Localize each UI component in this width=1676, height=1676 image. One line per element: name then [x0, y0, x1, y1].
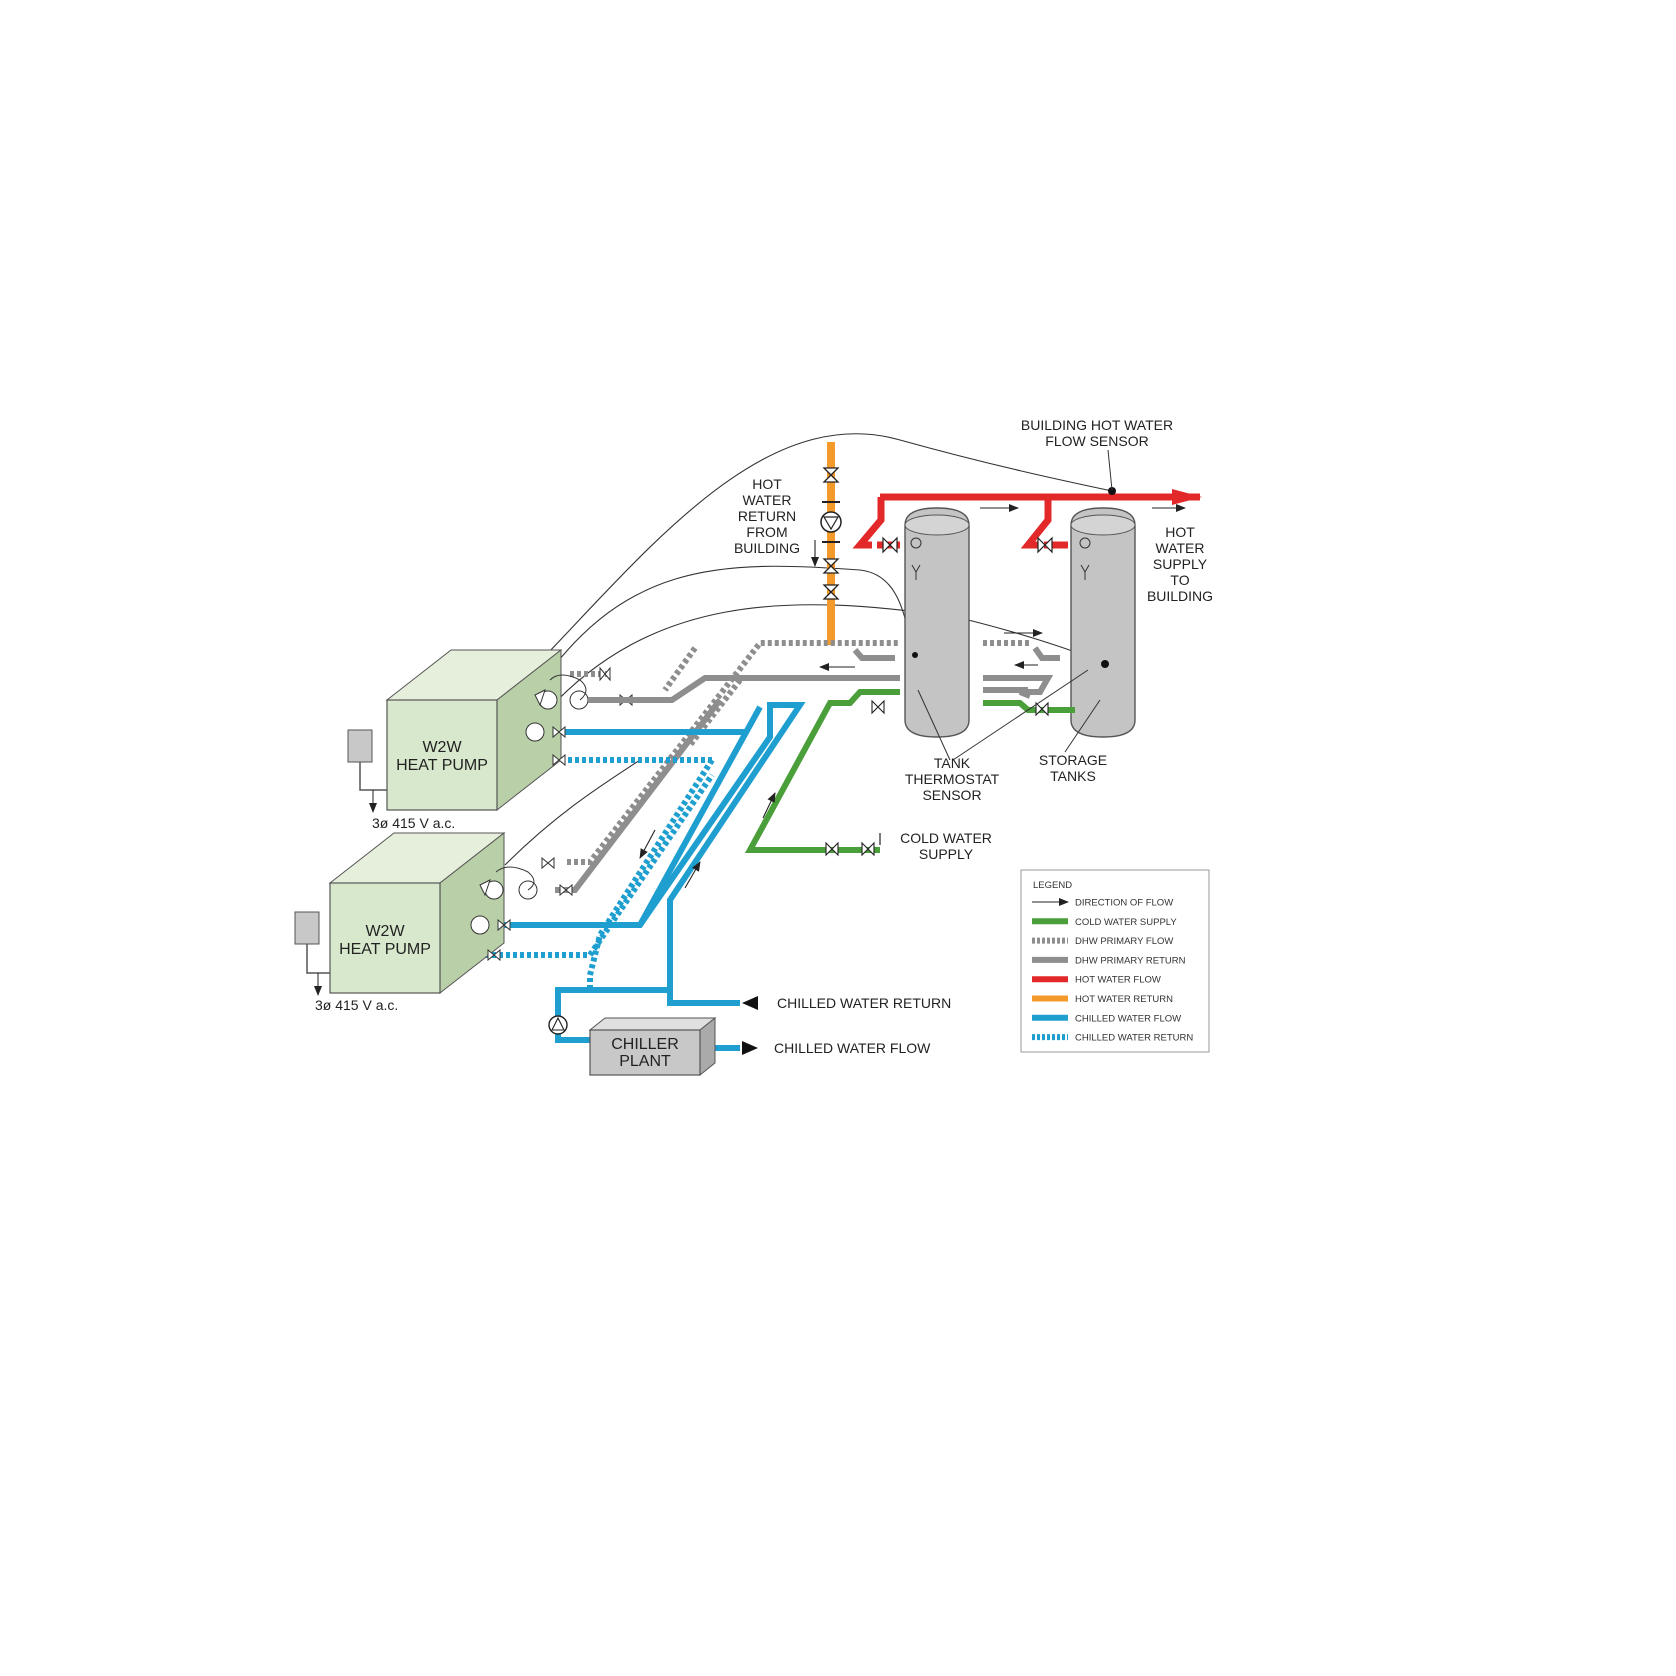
hot-water-return-label: WATER — [743, 492, 792, 508]
sensor-wire-hp2 — [504, 759, 641, 866]
chiller-plant-label: CHILLER — [611, 1036, 679, 1053]
flow-arrow — [762, 792, 776, 819]
hot-water-return-label: FROM — [746, 524, 787, 540]
legend-item: DIRECTION OF FLOW — [1032, 898, 1173, 909]
cold-water-supply-pipe — [744, 689, 1075, 853]
valve-icon — [882, 536, 1053, 554]
legend-item: CHILLED WATER RETURN — [1032, 1033, 1193, 1044]
legend-item: CHILLED WATER FLOW — [1032, 1013, 1181, 1024]
chilled-water-return-label: CHILLED WATER RETURN — [777, 995, 951, 1011]
heat-pump-2 — [328, 831, 506, 995]
legend-label: DIRECTION OF FLOW — [1075, 898, 1173, 909]
chilled-flow-arrowhead — [742, 1041, 758, 1055]
tank-thermostat-icon — [910, 537, 922, 580]
chilled-return-arrowhead — [742, 996, 758, 1010]
hot-water-supply-label: TO — [1170, 572, 1189, 588]
heat-pump-1-label: W2W — [422, 739, 462, 756]
storage-tank-1 — [904, 507, 970, 738]
legend-label: HOT WATER FLOW — [1075, 975, 1161, 986]
chiller-plant-label: PLANT — [619, 1053, 671, 1070]
flow-arrow — [639, 829, 656, 859]
legend-label: DHW PRIMARY RETURN — [1075, 955, 1186, 966]
sensor-wire-building — [521, 433, 1113, 681]
hot-water-return-label: RETURN — [738, 508, 796, 524]
sensor-wire-tank2 — [547, 604, 1106, 711]
cold-water-supply-label: COLD WATER — [900, 830, 992, 846]
legend-label: HOT WATER RETURN — [1075, 994, 1173, 1005]
legend-items: DIRECTION OF FLOW COLD WATER SUPPLY DHW PR… — [1032, 898, 1193, 1044]
legend-title: LEGEND — [1033, 880, 1072, 891]
legend-label: DHW PRIMARY FLOW — [1075, 936, 1173, 947]
chiller-plant — [588, 1016, 717, 1077]
hot-water-supply-label: BUILDING — [1147, 588, 1213, 604]
sensor-wire-tank1 — [529, 565, 916, 701]
storage-tank-2 — [1070, 507, 1136, 738]
hot-water-flow-pipe — [852, 489, 1202, 549]
storage-tanks-label: TANKS — [1050, 768, 1096, 784]
pump-icon — [820, 501, 842, 543]
power-supply-label: 3ø 415 V a.c. — [315, 997, 398, 1013]
cold-water-supply-label: SUPPLY — [919, 846, 974, 862]
chilled-water-flow-label: CHILLED WATER FLOW — [774, 1040, 931, 1056]
legend: LEGEND DIRECTION OF FLOW COLD WATER SUPPL… — [1020, 869, 1210, 1053]
tank-sensor-dot — [1101, 660, 1109, 668]
hot-water-return-label: HOT — [752, 476, 782, 492]
hot-water-supply-label: WATER — [1156, 540, 1205, 556]
legend-item: DHW PRIMARY RETURN — [1032, 955, 1186, 966]
tank-thermostat-label: THERMOSTAT — [905, 771, 1000, 787]
heat-pump-2-label: W2W — [365, 923, 405, 940]
legend-label: CHILLED WATER FLOW — [1075, 1013, 1181, 1024]
heat-pump-2-label: HEAT PUMP — [339, 941, 431, 958]
chilled-water-return-pipes — [450, 757, 715, 990]
flow-arrow — [684, 861, 701, 889]
pump-icon — [548, 1015, 568, 1035]
legend-item: COLD WATER SUPPLY — [1032, 917, 1177, 928]
legend-label: CHILLED WATER RETURN — [1075, 1033, 1193, 1044]
building-flow-sensor-dot — [1108, 487, 1116, 495]
heat-pump-2-fittings — [470, 856, 573, 962]
legend-item: HOT WATER RETURN — [1032, 994, 1173, 1005]
tank-thermostat-label: SENSOR — [922, 787, 981, 803]
power-box-1 — [347, 729, 387, 813]
hot-water-return-label: BUILDING — [734, 540, 800, 556]
sensor-wires — [504, 433, 1113, 866]
building-sensor-label: FLOW SENSOR — [1045, 433, 1148, 449]
dhw-primary-flow-solid — [852, 646, 1060, 661]
power-supply-label: 3ø 415 V a.c. — [372, 815, 455, 831]
tank-thermostat-icon — [1079, 537, 1091, 580]
power-box-2 — [294, 911, 330, 996]
building-sensor-label: BUILDING HOT WATER — [1021, 417, 1173, 433]
leader-lines — [917, 449, 1113, 761]
hot-water-supply-label: HOT — [1165, 524, 1195, 540]
storage-tanks-label: STORAGE — [1039, 752, 1107, 768]
heat-pump-1-label: HEAT PUMP — [396, 757, 488, 774]
legend-item: HOT WATER FLOW — [1032, 975, 1161, 986]
valve-icon — [825, 699, 1049, 857]
legend-item: DHW PRIMARY FLOW — [1032, 936, 1173, 947]
legend-label: COLD WATER SUPPLY — [1075, 917, 1177, 928]
tank-sensor-dot — [912, 652, 918, 658]
hot-water-supply-label: SUPPLY — [1153, 556, 1208, 572]
hot-water-return-pipe — [811, 442, 842, 645]
diagram-labels: BUILDING HOT WATER FLOW SENSOR HOT WATER… — [315, 417, 1213, 1070]
valve-icon — [822, 467, 840, 600]
tank-thermostat-label: TANK — [934, 755, 971, 771]
